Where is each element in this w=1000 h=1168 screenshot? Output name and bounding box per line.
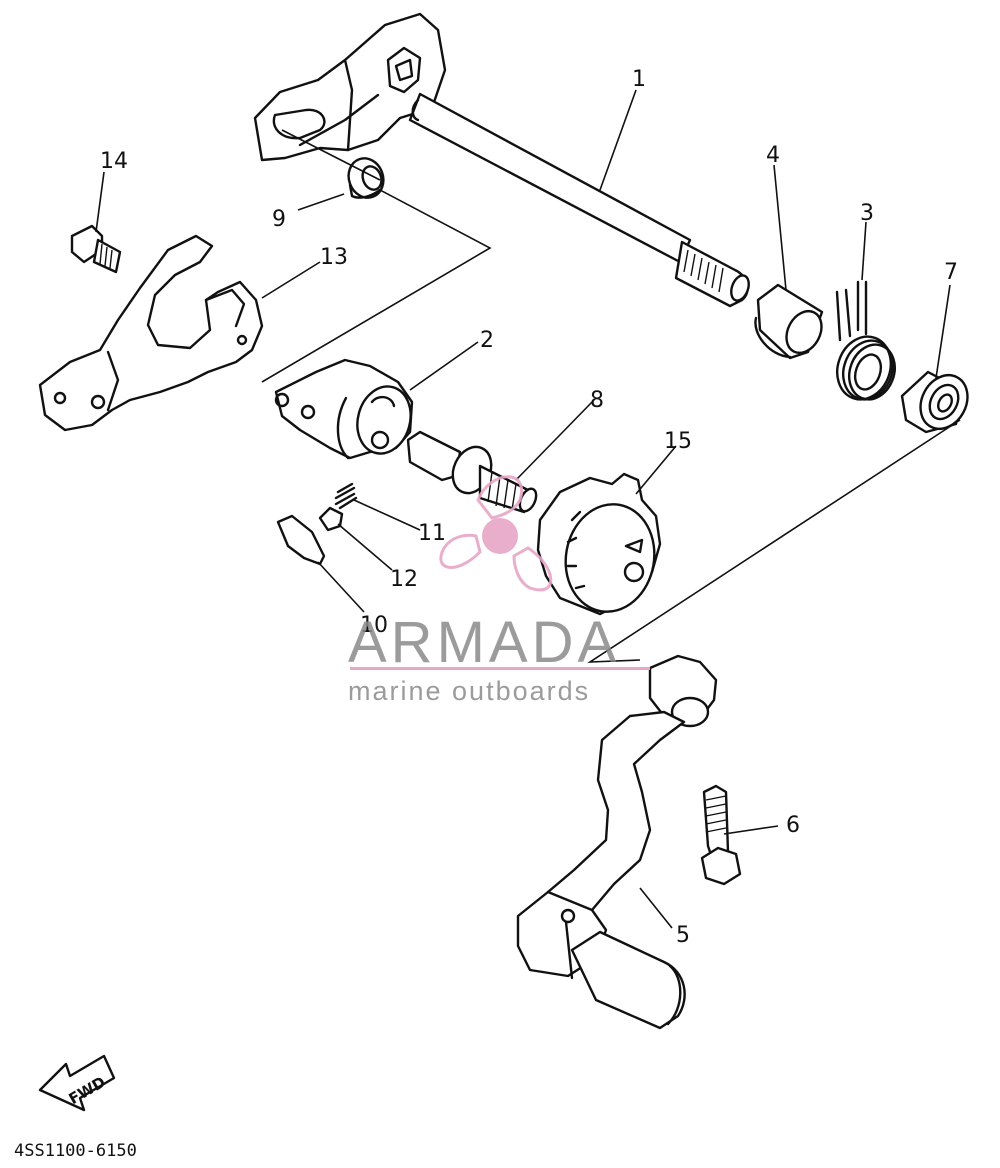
part-11-spring — [334, 482, 358, 510]
part-8-collar-bolt — [406, 430, 538, 514]
label-9: 9 — [272, 207, 286, 232]
part-4-bushing — [754, 283, 824, 360]
watermark-tagline: marine outboards — [348, 676, 590, 706]
assembly-lines — [261, 129, 961, 663]
part-5-shift-pedal — [516, 654, 718, 1030]
label-3: 3 — [860, 201, 874, 226]
watermark: ARMADA marine outboards — [348, 475, 650, 706]
watermark-divider — [350, 667, 650, 670]
leader-lines — [95, 89, 951, 929]
part-1-shift-shaft — [253, 12, 750, 308]
part-12-pin — [318, 506, 344, 532]
label-11: 11 — [418, 521, 446, 546]
part-9-washer — [347, 157, 385, 199]
part-labels: 1 2 3 4 5 6 7 8 9 10 11 12 13 14 15 — [100, 67, 958, 948]
watermark-brand: ARMADA — [348, 610, 620, 675]
label-4: 4 — [766, 143, 780, 168]
label-8: 8 — [590, 388, 604, 413]
label-13: 13 — [320, 245, 348, 270]
propeller-logo-icon — [439, 475, 553, 592]
part-7-oil-seal — [900, 370, 969, 434]
part-6-bolt — [700, 784, 742, 886]
diagram-code: 4SS1100-6150 — [14, 1141, 137, 1161]
label-14: 14 — [100, 149, 128, 174]
label-12: 12 — [390, 567, 418, 592]
label-15: 15 — [664, 429, 692, 454]
part-2-shift-lever — [274, 358, 414, 460]
part-3-torsion-spring — [835, 280, 896, 401]
part-15-segment — [536, 472, 662, 616]
part-14-bolt — [70, 224, 122, 274]
label-1: 1 — [632, 67, 646, 92]
label-10: 10 — [360, 613, 388, 638]
label-6: 6 — [786, 813, 800, 838]
part-10-plate — [276, 514, 326, 566]
fwd-arrow-icon: FWD — [38, 1054, 116, 1112]
label-7: 7 — [944, 260, 958, 285]
label-2: 2 — [480, 328, 494, 353]
label-5: 5 — [676, 923, 690, 948]
part-13-stopper-plate — [38, 234, 264, 432]
